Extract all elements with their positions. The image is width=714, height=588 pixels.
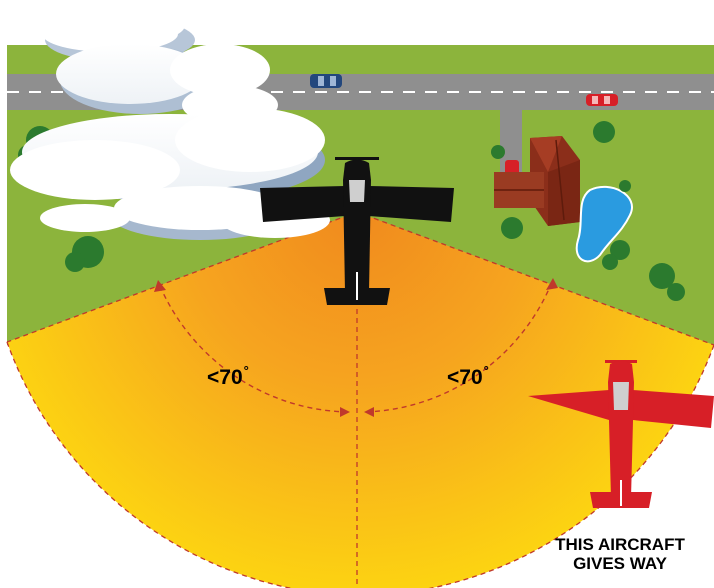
caption-line-1: THIS AIRCRAFT [555, 535, 685, 554]
tree-icon [65, 252, 85, 272]
tree-icon [593, 121, 615, 143]
left-angle-value: <70 [207, 366, 243, 389]
tree-icon [491, 145, 505, 159]
angle-arcs [159, 281, 553, 413]
right-degree-symbol: ° [483, 363, 489, 378]
red-airplane-icon [528, 360, 714, 508]
left-angle-label: <70° [207, 363, 249, 390]
right-angle-value: <70 [447, 366, 483, 389]
tree-icon [501, 217, 523, 239]
tree-icon [619, 180, 631, 192]
red-car-icon [586, 94, 618, 106]
arc-arrowheads [154, 278, 558, 417]
scanning-sector [7, 212, 714, 588]
house-icon [494, 136, 580, 226]
left-degree-symbol: ° [243, 363, 249, 378]
tree-icon [667, 283, 685, 301]
gives-way-caption: THIS AIRCRAFT GIVES WAY [530, 535, 710, 573]
tree-icon [649, 263, 675, 289]
tree-icon [602, 254, 618, 270]
blue-car-icon [310, 74, 342, 88]
pond-icon [575, 185, 633, 263]
black-airplane-icon [260, 157, 454, 305]
caption-line-2: GIVES WAY [573, 554, 667, 573]
tree-icon [610, 240, 630, 260]
right-angle-label: <70° [447, 363, 489, 390]
